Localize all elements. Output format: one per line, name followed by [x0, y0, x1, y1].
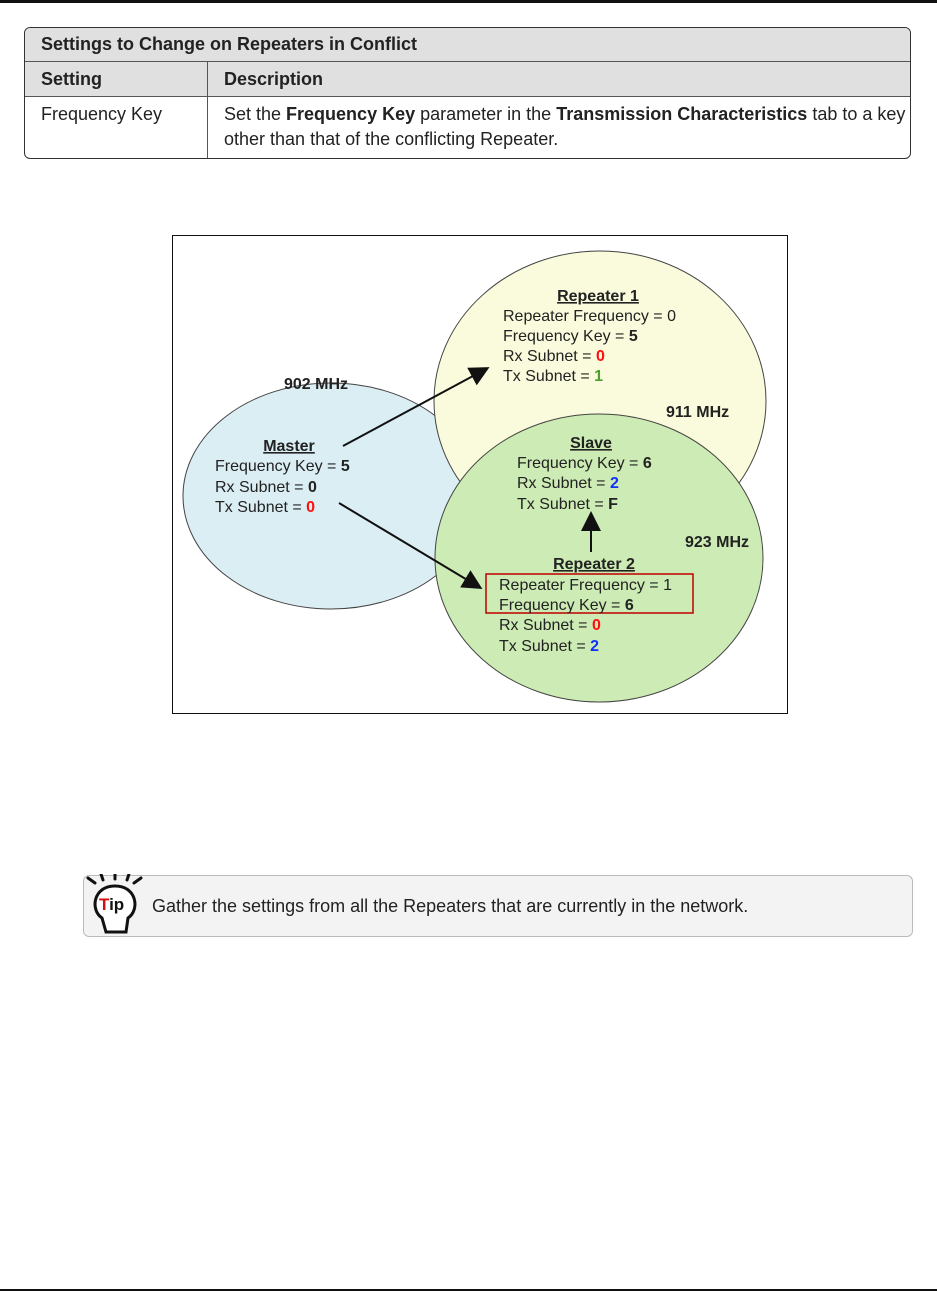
- repeater1-line: Frequency Key = 5: [503, 328, 638, 345]
- tip-box: Tip Gather the settings from all the Rep…: [83, 871, 913, 938]
- network-diagram: 902 MHz Master Frequency Key = 5 Rx Subn…: [172, 235, 788, 714]
- page-top-rule: [0, 0, 937, 3]
- master-line: Rx Subnet = 0: [215, 479, 317, 496]
- table-title: Settings to Change on Repeaters in Confl…: [25, 28, 910, 61]
- repeater1-line: Repeater Frequency = 0: [503, 308, 676, 325]
- repeater1-title: Repeater 1: [557, 288, 639, 305]
- slave-line: Tx Subnet = F: [517, 496, 618, 513]
- master-line: Tx Subnet = 0: [215, 499, 315, 516]
- slave-line: Rx Subnet = 2: [517, 475, 619, 492]
- desc-text: Set the: [224, 104, 287, 124]
- tip-text: Gather the settings from all the Repeate…: [152, 896, 749, 916]
- arrow-master-to-repeater1: [342, 367, 490, 447]
- repeater1-line: Rx Subnet = 0: [503, 348, 605, 365]
- settings-table: Settings to Change on Repeaters in Confl…: [24, 27, 911, 159]
- repeater2-line: Repeater Frequency = 1: [499, 577, 672, 594]
- desc-text: parameter in the: [415, 104, 557, 124]
- slave-title: Slave: [570, 435, 612, 452]
- repeater1-frequency: 911 MHz: [666, 404, 729, 421]
- repeater1-line: Tx Subnet = 1: [503, 368, 603, 385]
- tip-icon-label: Tip: [99, 895, 125, 914]
- page-bottom-rule: [0, 1289, 937, 1291]
- header-setting: Setting: [25, 62, 208, 96]
- highlight-box: [485, 573, 694, 614]
- table-row: Frequency Key Set the Frequency Key para…: [25, 96, 910, 158]
- repeater2-line: Tx Subnet = 2: [499, 638, 599, 655]
- desc-text: tab to a key other than that of the conf…: [224, 104, 906, 149]
- repeater2-line: Rx Subnet = 0: [499, 617, 601, 634]
- desc-bold: Transmission Characteristics: [556, 104, 808, 124]
- repeater2-frequency: 923 MHz: [685, 534, 749, 551]
- repeater2-zone: [434, 413, 764, 703]
- repeater2-line: Frequency Key = 6: [499, 597, 634, 614]
- tip-lightbulb-icon: Tip: [84, 871, 146, 938]
- table-header-row: Setting Description: [25, 61, 910, 96]
- master-line: Frequency Key = 5: [215, 458, 350, 475]
- header-description: Description: [224, 69, 324, 89]
- repeater2-title: Repeater 2: [553, 556, 635, 573]
- desc-bold: Frequency Key: [286, 104, 416, 124]
- master-frequency: 902 MHz: [284, 376, 348, 393]
- master-title: Master: [263, 438, 315, 455]
- cell-setting: Frequency Key: [25, 97, 208, 158]
- arrow-master-to-repeater2: [338, 502, 483, 590]
- cell-description: Set the Frequency Key parameter in the T…: [208, 97, 910, 158]
- slave-line: Frequency Key = 6: [517, 455, 652, 472]
